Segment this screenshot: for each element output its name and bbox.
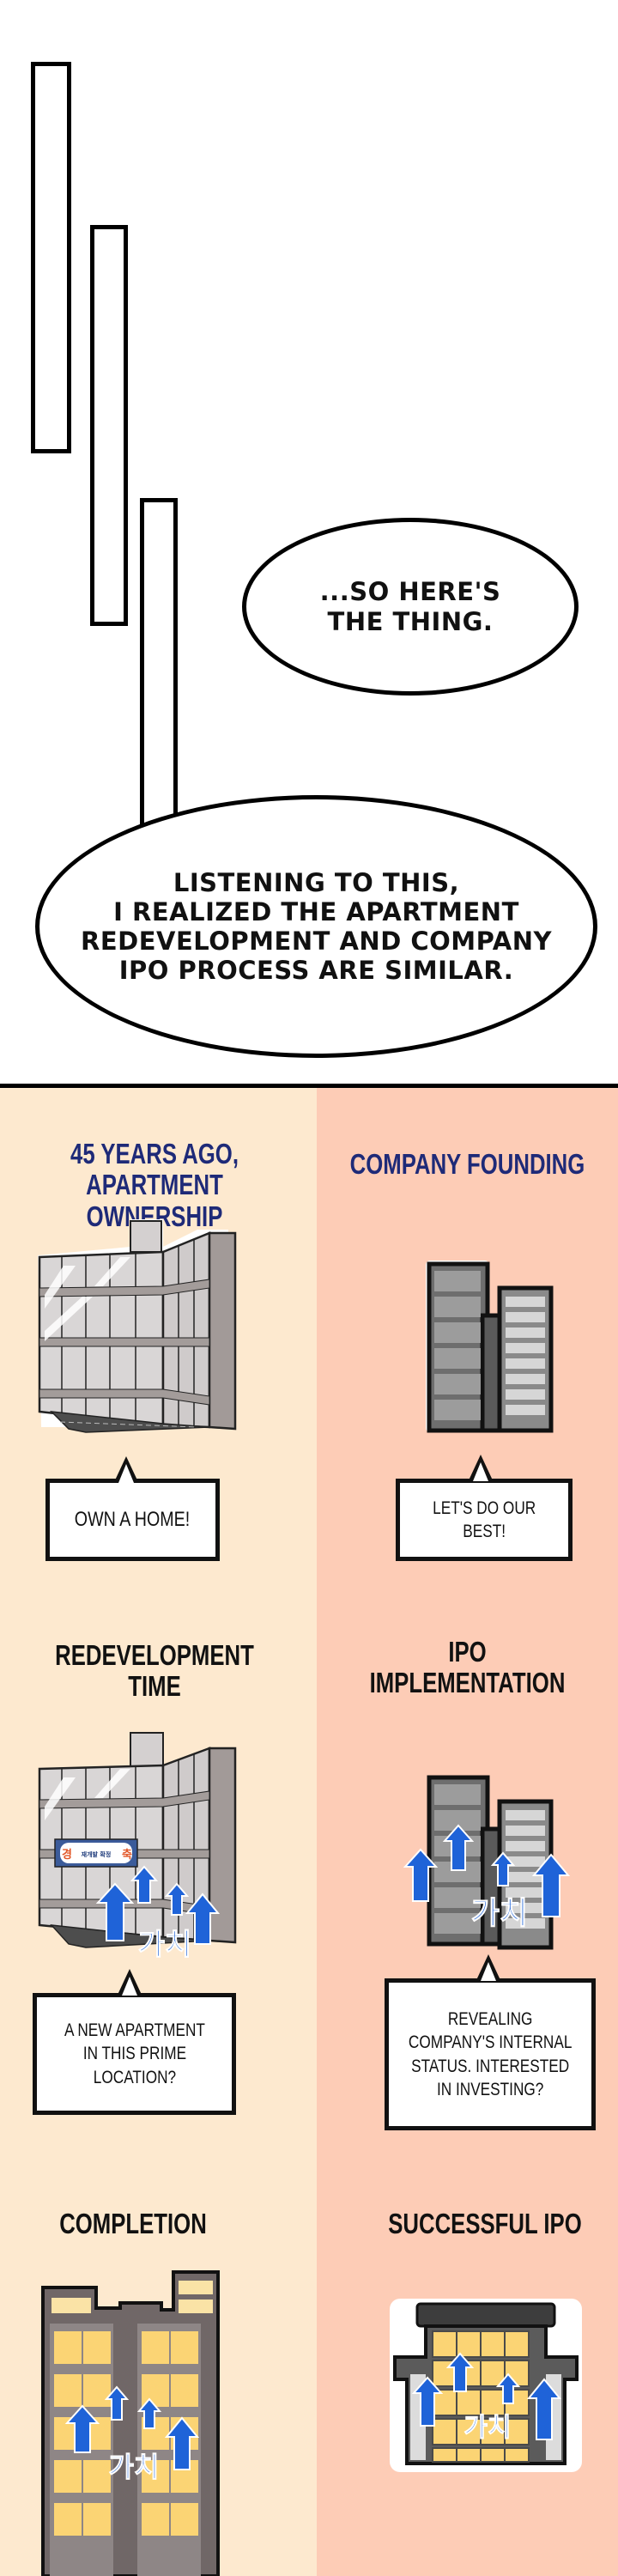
panel-border-rect-3	[140, 498, 178, 859]
company-founding-building-icon	[426, 1261, 554, 1433]
company-step-2-caption: REVEALING COMPANY'S INTERNAL STATUS. INT…	[385, 1978, 596, 2130]
company-step-3-title: SUCCESSFUL IPO	[388, 2208, 582, 2239]
speech-bubble-large: LISTENING TO THIS, I REALIZED THE APARTM…	[35, 795, 597, 1058]
company-step-2-title: IPO IMPLEMENTATION	[369, 1636, 566, 1699]
caption-tail-fill	[122, 1977, 137, 1996]
company-step-1-caption: LET'S DO OUR BEST!	[396, 1479, 573, 1561]
ipo-implementation-building-icon: 가치	[403, 1775, 571, 1950]
panel-border-rect-2	[90, 225, 128, 626]
apartment-step-2-title: REDEVELOPMENT TIME	[55, 1639, 254, 1703]
apartment-step-1-caption: OWN A HOME!	[45, 1479, 220, 1561]
panel-border-rect-1	[31, 62, 71, 453]
company-step-1-title: COMPANY FOUNDING	[349, 1148, 585, 1180]
redevelopment-building-icon: 경 재개발 확정 축 가치	[38, 1732, 237, 1963]
old-apartment-building-icon	[38, 1219, 237, 1433]
company-step-2-caption-text: REVEALING COMPANY'S INTERNAL STATUS. INT…	[408, 2008, 573, 2099]
svg-text:경: 경	[62, 1848, 72, 1862]
speech-bubble-small-text: ...SO HERE'S THE THING.	[319, 577, 501, 636]
panel-divider	[0, 1084, 618, 1088]
apartment-step-2-caption: A NEW APARTMENT IN THIS PRIME LOCATION?	[33, 1993, 236, 2115]
speech-bubble-small: ...SO HERE'S THE THING.	[242, 518, 579, 696]
panel-top: ...SO HERE'S THE THING. LISTENING TO THI…	[0, 0, 618, 1084]
completed-apartment-building-icon: 가치	[41, 2270, 220, 2576]
caption-tail-fill	[481, 1962, 496, 1981]
svg-text:축: 축	[122, 1848, 132, 1862]
speech-bubble-large-text: LISTENING TO THIS, I REALIZED THE APARTM…	[81, 867, 552, 986]
svg-text:가치: 가치	[471, 1896, 528, 1931]
redevelopment-banner	[54, 1838, 138, 1868]
successful-ipo-building-icon: 가치	[390, 2299, 582, 2472]
apartment-step-1-caption-text: OWN A HOME!	[75, 1508, 191, 1532]
caption-tail-fill	[473, 1462, 488, 1481]
company-step-1-caption-text: LET'S DO OUR BEST!	[432, 1498, 536, 1541]
svg-text:가치: 가치	[109, 2451, 160, 2483]
svg-text:가치: 가치	[138, 1928, 192, 1962]
apartment-step-3-title: COMPLETION	[59, 2208, 207, 2239]
svg-text:가치: 가치	[464, 2413, 511, 2443]
caption-tail-fill	[118, 1464, 134, 1483]
apartment-step-2-caption-text: A NEW APARTMENT IN THIS PRIME LOCATION?	[64, 2020, 205, 2087]
svg-text:재개발 확정: 재개발 확정	[82, 1850, 112, 1858]
